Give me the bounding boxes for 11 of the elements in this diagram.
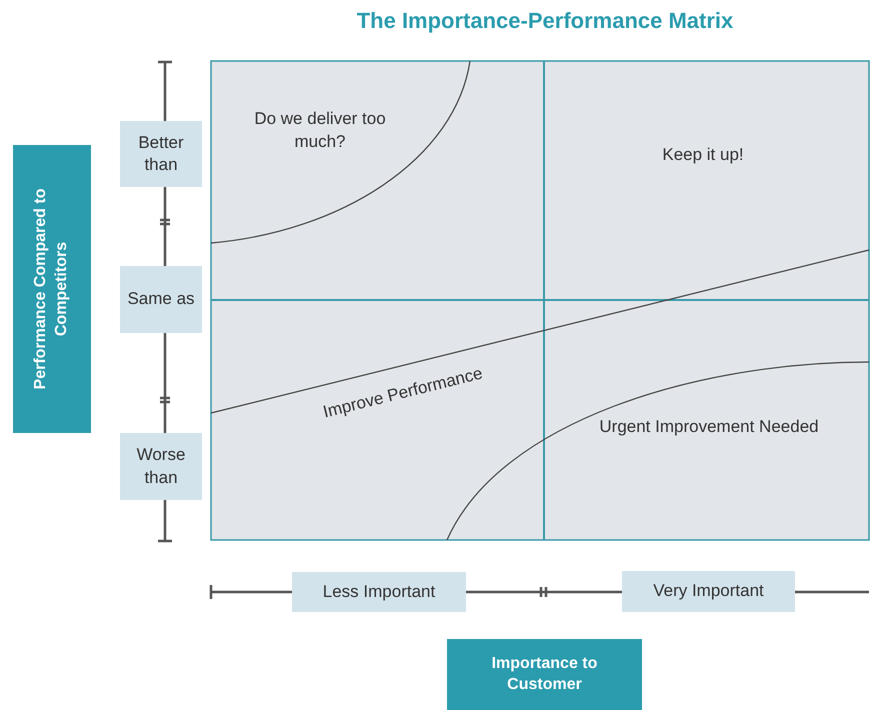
axis-title: Importance to Customer (447, 639, 642, 710)
quadrant-label: Do we deliver too much? (253, 108, 387, 153)
quadrant-label: Keep it up! (661, 144, 745, 166)
scale-label: Very Important (622, 571, 795, 612)
scale-label: Same as (120, 266, 202, 333)
diagram-title: The Importance-Performance Matrix (356, 8, 734, 34)
scale-label: Less Important (292, 572, 466, 612)
scale-label: Worse than (120, 433, 202, 500)
quadrant-label: Urgent Improvement Needed (598, 416, 820, 438)
scale-label: Better than (120, 121, 202, 187)
axis-title: Performance Compared to Competitors (13, 145, 91, 433)
